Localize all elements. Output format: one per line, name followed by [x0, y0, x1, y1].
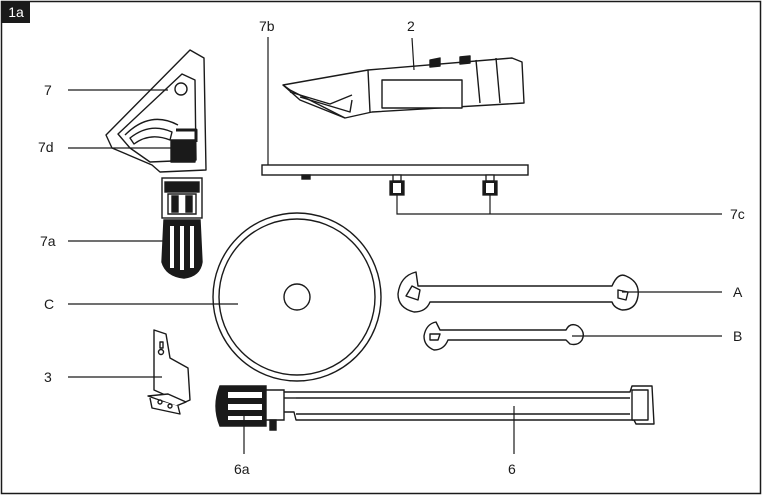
figure-number-badge: 1a: [2, 1, 30, 23]
part-A-wrench: [397, 271, 639, 313]
part-7c-screws: [389, 174, 498, 196]
part-3-bracket: [147, 329, 191, 415]
label-6: 6: [508, 461, 516, 477]
part-B-wrench: [423, 321, 585, 351]
label-7a: 7a: [40, 233, 56, 249]
label-7b: 7b: [259, 18, 275, 34]
leader-lines: [68, 37, 722, 454]
label-7d: 7d: [38, 139, 54, 155]
label-3: 3: [44, 369, 52, 385]
part-6a-knob: [215, 385, 285, 431]
label-7c: 7c: [730, 206, 745, 222]
part-6-bar: [281, 385, 655, 425]
leader-7c: [396, 195, 722, 215]
part-7-angle-guide: [105, 49, 207, 173]
label-7: 7: [44, 82, 52, 98]
label-C: C: [44, 296, 55, 312]
part-7a-knob: [161, 177, 203, 279]
label-2: 2: [407, 18, 415, 34]
label-B: B: [733, 328, 743, 344]
label-6a: 6a: [234, 461, 250, 477]
leader-2: [411, 37, 415, 71]
label-A: A: [733, 284, 743, 300]
part-2-carriage: [282, 55, 525, 119]
part-C-disc: [212, 212, 382, 382]
